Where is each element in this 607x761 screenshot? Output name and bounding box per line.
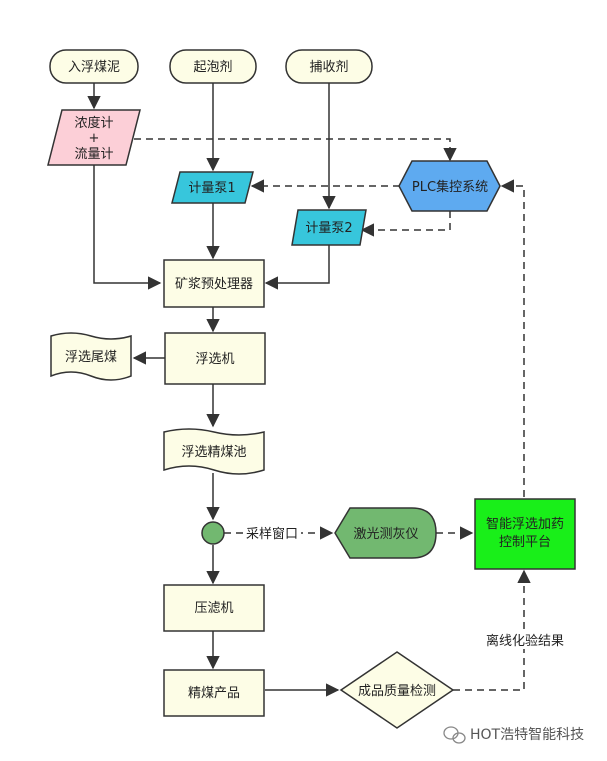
edge-quality-to-platform	[453, 569, 531, 691]
svg-text:浮选精煤池: 浮选精煤池	[181, 445, 246, 460]
node-metering-pump-2: 计量泵2	[291, 209, 367, 246]
svg-text:浮选机: 浮选机	[195, 352, 234, 367]
node-frother: 起泡剂	[169, 49, 257, 84]
svg-text:捕收剂: 捕收剂	[309, 59, 348, 75]
node-clean-coal-product: 精煤产品	[163, 669, 265, 717]
node-quality-check: 成品质量检测	[339, 651, 455, 729]
wechat-icon	[443, 726, 466, 744]
sample-point-circle	[201, 521, 225, 545]
node-metering-pump-1: 计量泵1	[171, 171, 254, 204]
node-flotation-tailings: 浮选尾煤	[50, 332, 132, 381]
svg-text:计量泵2: 计量泵2	[305, 221, 352, 236]
solid-connectors	[87, 83, 340, 697]
node-clean-coal-tank: 浮选精煤池	[163, 428, 265, 475]
svg-text:浓度计: 浓度计	[74, 115, 113, 131]
svg-text:压滤机: 压滤机	[194, 601, 233, 616]
svg-text:+: +	[89, 131, 100, 146]
svg-text:入浮煤泥: 入浮煤泥	[68, 60, 120, 75]
node-density-flow-meter: 浓度计 + 流量计	[47, 109, 141, 166]
svg-text:离线化验结果: 离线化验结果	[486, 633, 564, 649]
svg-text:起泡剂: 起泡剂	[193, 60, 232, 75]
watermark: HOT浩特智能科技	[443, 726, 584, 744]
svg-text:PLC集控系统: PLC集控系统	[412, 179, 488, 195]
svg-text:精煤产品: 精煤产品	[188, 686, 240, 701]
edge-label-offline-results: 离线化验结果	[482, 631, 568, 649]
edge-pump2-to-pretreatment	[264, 245, 330, 290]
node-input-slurry: 入浮煤泥	[49, 49, 139, 84]
svg-text:成品质量检测: 成品质量检测	[358, 684, 436, 699]
svg-text:激光测灰仪: 激光测灰仪	[353, 527, 418, 542]
svg-text:HOT浩特智能科技: HOT浩特智能科技	[470, 727, 584, 743]
node-collector: 捕收剂	[285, 49, 373, 84]
svg-text:计量泵1: 计量泵1	[188, 181, 235, 196]
edge-meter-to-pretreatment	[93, 165, 162, 290]
node-filter-press: 压滤机	[163, 584, 265, 632]
edge-meter-to-plc	[134, 138, 457, 162]
edge-label-sampling-window: 采样窗口	[243, 524, 301, 542]
node-pretreatment: 矿浆预处理器	[163, 259, 265, 308]
edge-platform-to-plc	[500, 179, 525, 497]
node-laser-ash-meter: 激光测灰仪	[334, 507, 437, 559]
node-smart-dosing-platform: 智能浮选加药 控制平台	[474, 498, 576, 570]
svg-text:控制平台: 控制平台	[499, 535, 551, 550]
svg-text:浮选尾煤: 浮选尾煤	[65, 350, 117, 365]
edge-plc-to-pump2	[360, 211, 451, 237]
node-plc-system: PLC集控系统	[398, 160, 501, 212]
svg-text:矿浆预处理器: 矿浆预处理器	[175, 277, 253, 292]
svg-text:采样窗口: 采样窗口	[246, 526, 298, 542]
node-flotation-machine: 浮选机	[164, 332, 266, 385]
svg-text:流量计: 流量计	[74, 147, 113, 162]
svg-text:智能浮选加药: 智能浮选加药	[486, 517, 564, 532]
